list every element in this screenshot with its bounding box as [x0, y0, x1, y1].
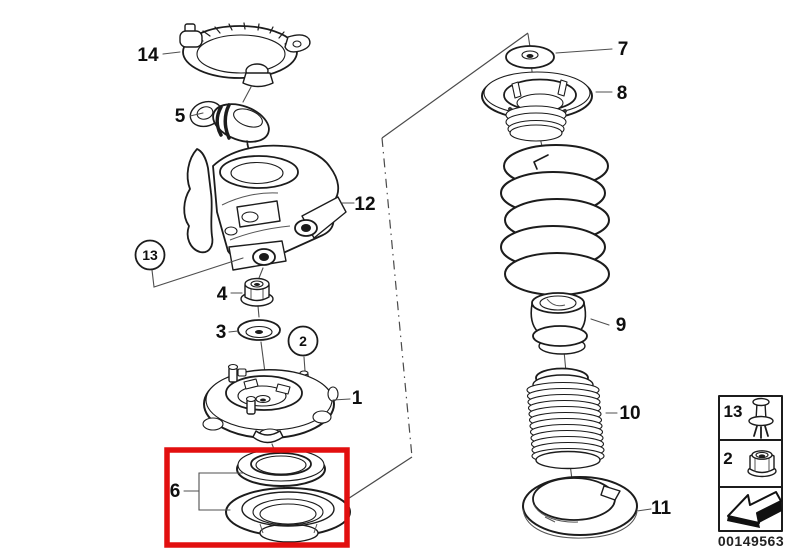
- part-9-bump-stop: [530, 292, 588, 355]
- part-12-support-bracket: [183, 144, 347, 271]
- part-1-strut-mount: [202, 363, 339, 444]
- callout-6[interactable]: 6: [170, 472, 244, 511]
- callout-12-label: 12: [354, 194, 375, 215]
- callout-9[interactable]: 9: [590, 315, 627, 336]
- callout-14-label: 14: [137, 45, 159, 66]
- legend-arrow-cell[interactable]: [727, 491, 782, 528]
- callout-10[interactable]: 10: [605, 403, 641, 424]
- callout-13-circle[interactable]: 13: [134, 239, 244, 288]
- part-8-spring-plate: [481, 71, 593, 142]
- callout-11[interactable]: 11: [636, 498, 672, 519]
- part-3-washer: [237, 319, 281, 341]
- part-11-spring-pad: [522, 476, 638, 539]
- callout-3[interactable]: 3: [216, 322, 239, 343]
- flange-lock-nut-icon: [747, 450, 777, 478]
- callout-4-label: 4: [217, 284, 228, 305]
- callout-11-label: 11: [651, 498, 672, 519]
- callout-6-label: 6: [170, 481, 181, 502]
- part-coil-spring: [500, 144, 610, 296]
- part-5-sensor: [189, 100, 270, 157]
- callout-5[interactable]: 5: [175, 106, 204, 127]
- callout-7[interactable]: 7: [555, 39, 629, 60]
- legend-ref-13-label: 13: [724, 402, 743, 421]
- part-14-impulse-ring: [179, 22, 311, 88]
- expanding-rivet-icon: [748, 397, 774, 439]
- callout-14[interactable]: 14: [137, 45, 181, 66]
- legend-row-13[interactable]: 13: [724, 397, 774, 439]
- callout-4[interactable]: 4: [217, 284, 243, 305]
- callout-10-label: 10: [619, 403, 640, 424]
- callout-1[interactable]: 1: [332, 388, 363, 409]
- callout-9-label: 9: [616, 315, 627, 336]
- callout-5-label: 5: [175, 106, 186, 127]
- callout-8[interactable]: 8: [595, 83, 628, 104]
- part-7-washer: [505, 45, 555, 69]
- callout-1-label: 1: [352, 388, 363, 409]
- callout-13-label: 13: [142, 247, 158, 263]
- image-code: 00149563: [718, 533, 784, 549]
- legend-ref-2-label: 2: [723, 449, 732, 468]
- part-6-bearing: [236, 448, 326, 487]
- callout-2-label: 2: [299, 333, 307, 349]
- callout-7-label: 7: [618, 39, 629, 60]
- legend-row-2[interactable]: 2: [723, 449, 777, 478]
- direction-arrow-icon: [727, 491, 782, 528]
- callout-2-circle[interactable]: 2: [287, 325, 319, 357]
- callout-8-label: 8: [617, 83, 628, 104]
- part-6-spring-seat: [225, 487, 351, 543]
- highlight-box: [164, 447, 350, 548]
- callout-3-label: 3: [216, 322, 227, 343]
- part-4-lock-nut: [240, 277, 274, 307]
- callout-12[interactable]: 12: [341, 194, 376, 215]
- part-10-dust-boot: [526, 367, 605, 470]
